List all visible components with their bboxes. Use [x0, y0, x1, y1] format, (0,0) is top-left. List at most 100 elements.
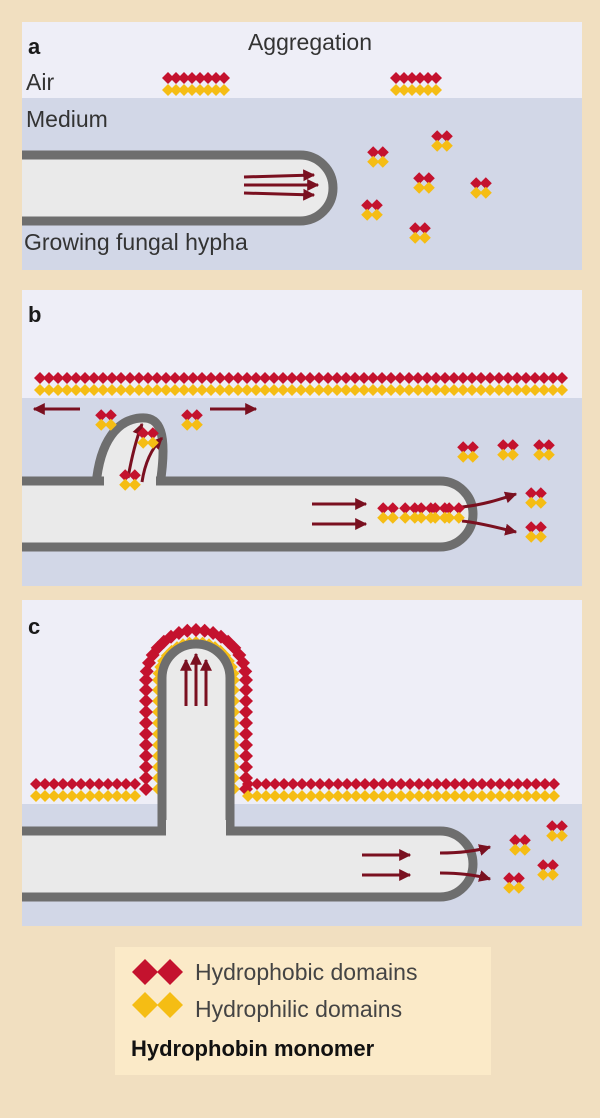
- hydrophilic-domain: [484, 384, 496, 396]
- hydrophilic-domain: [39, 790, 51, 802]
- hydrophobic-domain: [187, 372, 199, 384]
- hydrophobic-domain: [239, 760, 253, 774]
- hydrophobic-domain: [239, 727, 253, 741]
- hydrophobic-domain: [386, 502, 399, 515]
- hydrophobic-domain: [511, 372, 523, 384]
- hydrophobic-domain: [467, 778, 479, 790]
- hydrophilic-domain: [70, 384, 82, 396]
- hydrophilic-domain: [295, 384, 307, 396]
- hydrophobic-domain: [414, 72, 426, 84]
- hydrophilic-domain: [512, 881, 525, 894]
- hydrophobic-domain: [124, 372, 136, 384]
- hydrophilic-domain: [97, 384, 109, 396]
- hydrophilic-domain: [61, 384, 73, 396]
- growth-arrows: [243, 169, 320, 201]
- hydrophobin-monomer: [95, 409, 117, 431]
- air-label: Air: [26, 69, 54, 95]
- hydrophilic-domain: [440, 790, 452, 802]
- hydrophilic-domain: [556, 384, 568, 396]
- hydrophilic-domain: [358, 384, 370, 396]
- hydrophobic-domain: [430, 372, 442, 384]
- secretion-arrow: [439, 844, 492, 856]
- hydrophilic-domain: [440, 139, 453, 152]
- hydrophobic-domain: [331, 372, 343, 384]
- hydrophilic-domain: [340, 384, 352, 396]
- hydrophobic-domain: [239, 694, 253, 708]
- hydrophobic-domain: [537, 859, 550, 872]
- legend-hydrophilic-label: Hydrophilic domains: [195, 996, 402, 1022]
- hydrophilic-domain: [412, 384, 424, 396]
- hydrophilic-domain: [377, 790, 389, 802]
- hydrophilic-domain: [547, 384, 559, 396]
- hydrophobin-monomer: [537, 859, 559, 881]
- hydrophilic-domain: [52, 384, 64, 396]
- hydrophobic-domain: [180, 623, 195, 638]
- hydrophilic-domain: [385, 384, 397, 396]
- hydrophilic-domain: [520, 384, 532, 396]
- hydrophilic-domain: [178, 384, 190, 396]
- hydrophilic-domain: [119, 478, 132, 491]
- hydrophobic-domain: [503, 778, 515, 790]
- hydrophobic-domain: [546, 859, 559, 872]
- hydrophilic-domain: [422, 84, 434, 96]
- hydrophobic-domain: [408, 502, 421, 515]
- hydrophilic-domain: [278, 790, 290, 802]
- hydrophobic-domain: [367, 372, 379, 384]
- hydrophobic-domain: [214, 372, 226, 384]
- hydrophobic-domain: [139, 749, 153, 763]
- hypha: [22, 150, 338, 226]
- hydrophobic-domain: [448, 372, 460, 384]
- hydrophobin-layer: [390, 72, 442, 96]
- hydrophilic-domain: [142, 384, 154, 396]
- hydrophobic-domain: [139, 673, 153, 687]
- hydrophilic-domain: [251, 790, 263, 802]
- hydrophobic-domain: [239, 683, 253, 697]
- hydrophilic-domain: [449, 790, 461, 802]
- hydrophobic-domain: [287, 778, 299, 790]
- hydrophobic-domain: [503, 872, 516, 885]
- hydrophilic-domain: [414, 84, 426, 96]
- hydrophobic-domain: [458, 778, 470, 790]
- hydrophilic-domain: [137, 436, 150, 449]
- hydrophobic-domain: [493, 372, 505, 384]
- legend-hydrophilic-icon: [132, 992, 158, 1018]
- hydrophobic-domain: [170, 72, 182, 84]
- hydrophobin-monomer: [503, 872, 525, 894]
- hydrophilic-domain: [493, 384, 505, 396]
- hydrophilic-domain: [314, 790, 326, 802]
- hydrophilic-domain: [287, 790, 299, 802]
- hydrophobic-domain: [239, 705, 253, 719]
- hydrophobic-domain: [52, 372, 64, 384]
- panel-b: b: [22, 290, 582, 586]
- hydrophilic-domain: [537, 868, 550, 881]
- hydrophilic-domain: [88, 384, 100, 396]
- hydrophobic-domain: [88, 372, 100, 384]
- air-region: [22, 600, 582, 804]
- hydrophobic-domain: [466, 372, 478, 384]
- hydrophobic-domain: [529, 372, 541, 384]
- hydrophobic-domain: [518, 834, 531, 847]
- hydrophilic-domain: [313, 384, 325, 396]
- hydrophilic-domain: [429, 511, 442, 524]
- hydrophilic-domain: [241, 384, 253, 396]
- hydrophobic-domain: [439, 372, 451, 384]
- hydrophilic-domain: [546, 868, 559, 881]
- legend-icons: [132, 959, 183, 1018]
- hydrophobic-domain: [332, 778, 344, 790]
- hydrophobic-domain: [520, 372, 532, 384]
- hydrophobic-domain: [431, 778, 443, 790]
- hydrophilic-domain: [485, 790, 497, 802]
- hydrophobic-domain: [399, 502, 412, 515]
- panel-a: a Aggregation Air Medium Growing fungal …: [22, 22, 582, 270]
- hydrophobic-domain: [66, 778, 78, 790]
- flow-arrows: [180, 652, 492, 882]
- hydrophilic-domain: [466, 384, 478, 396]
- hydrophobic-domain: [521, 778, 533, 790]
- hydrophobic-domain: [512, 872, 525, 885]
- hydrophobic-domain: [119, 469, 132, 482]
- hydrophobic-domain: [139, 760, 153, 774]
- hydrophobic-domain: [546, 820, 559, 833]
- hydrophobic-domain: [57, 778, 69, 790]
- legend-hydrophilic-icon: [157, 992, 183, 1018]
- hydrophilic-domain: [539, 790, 551, 802]
